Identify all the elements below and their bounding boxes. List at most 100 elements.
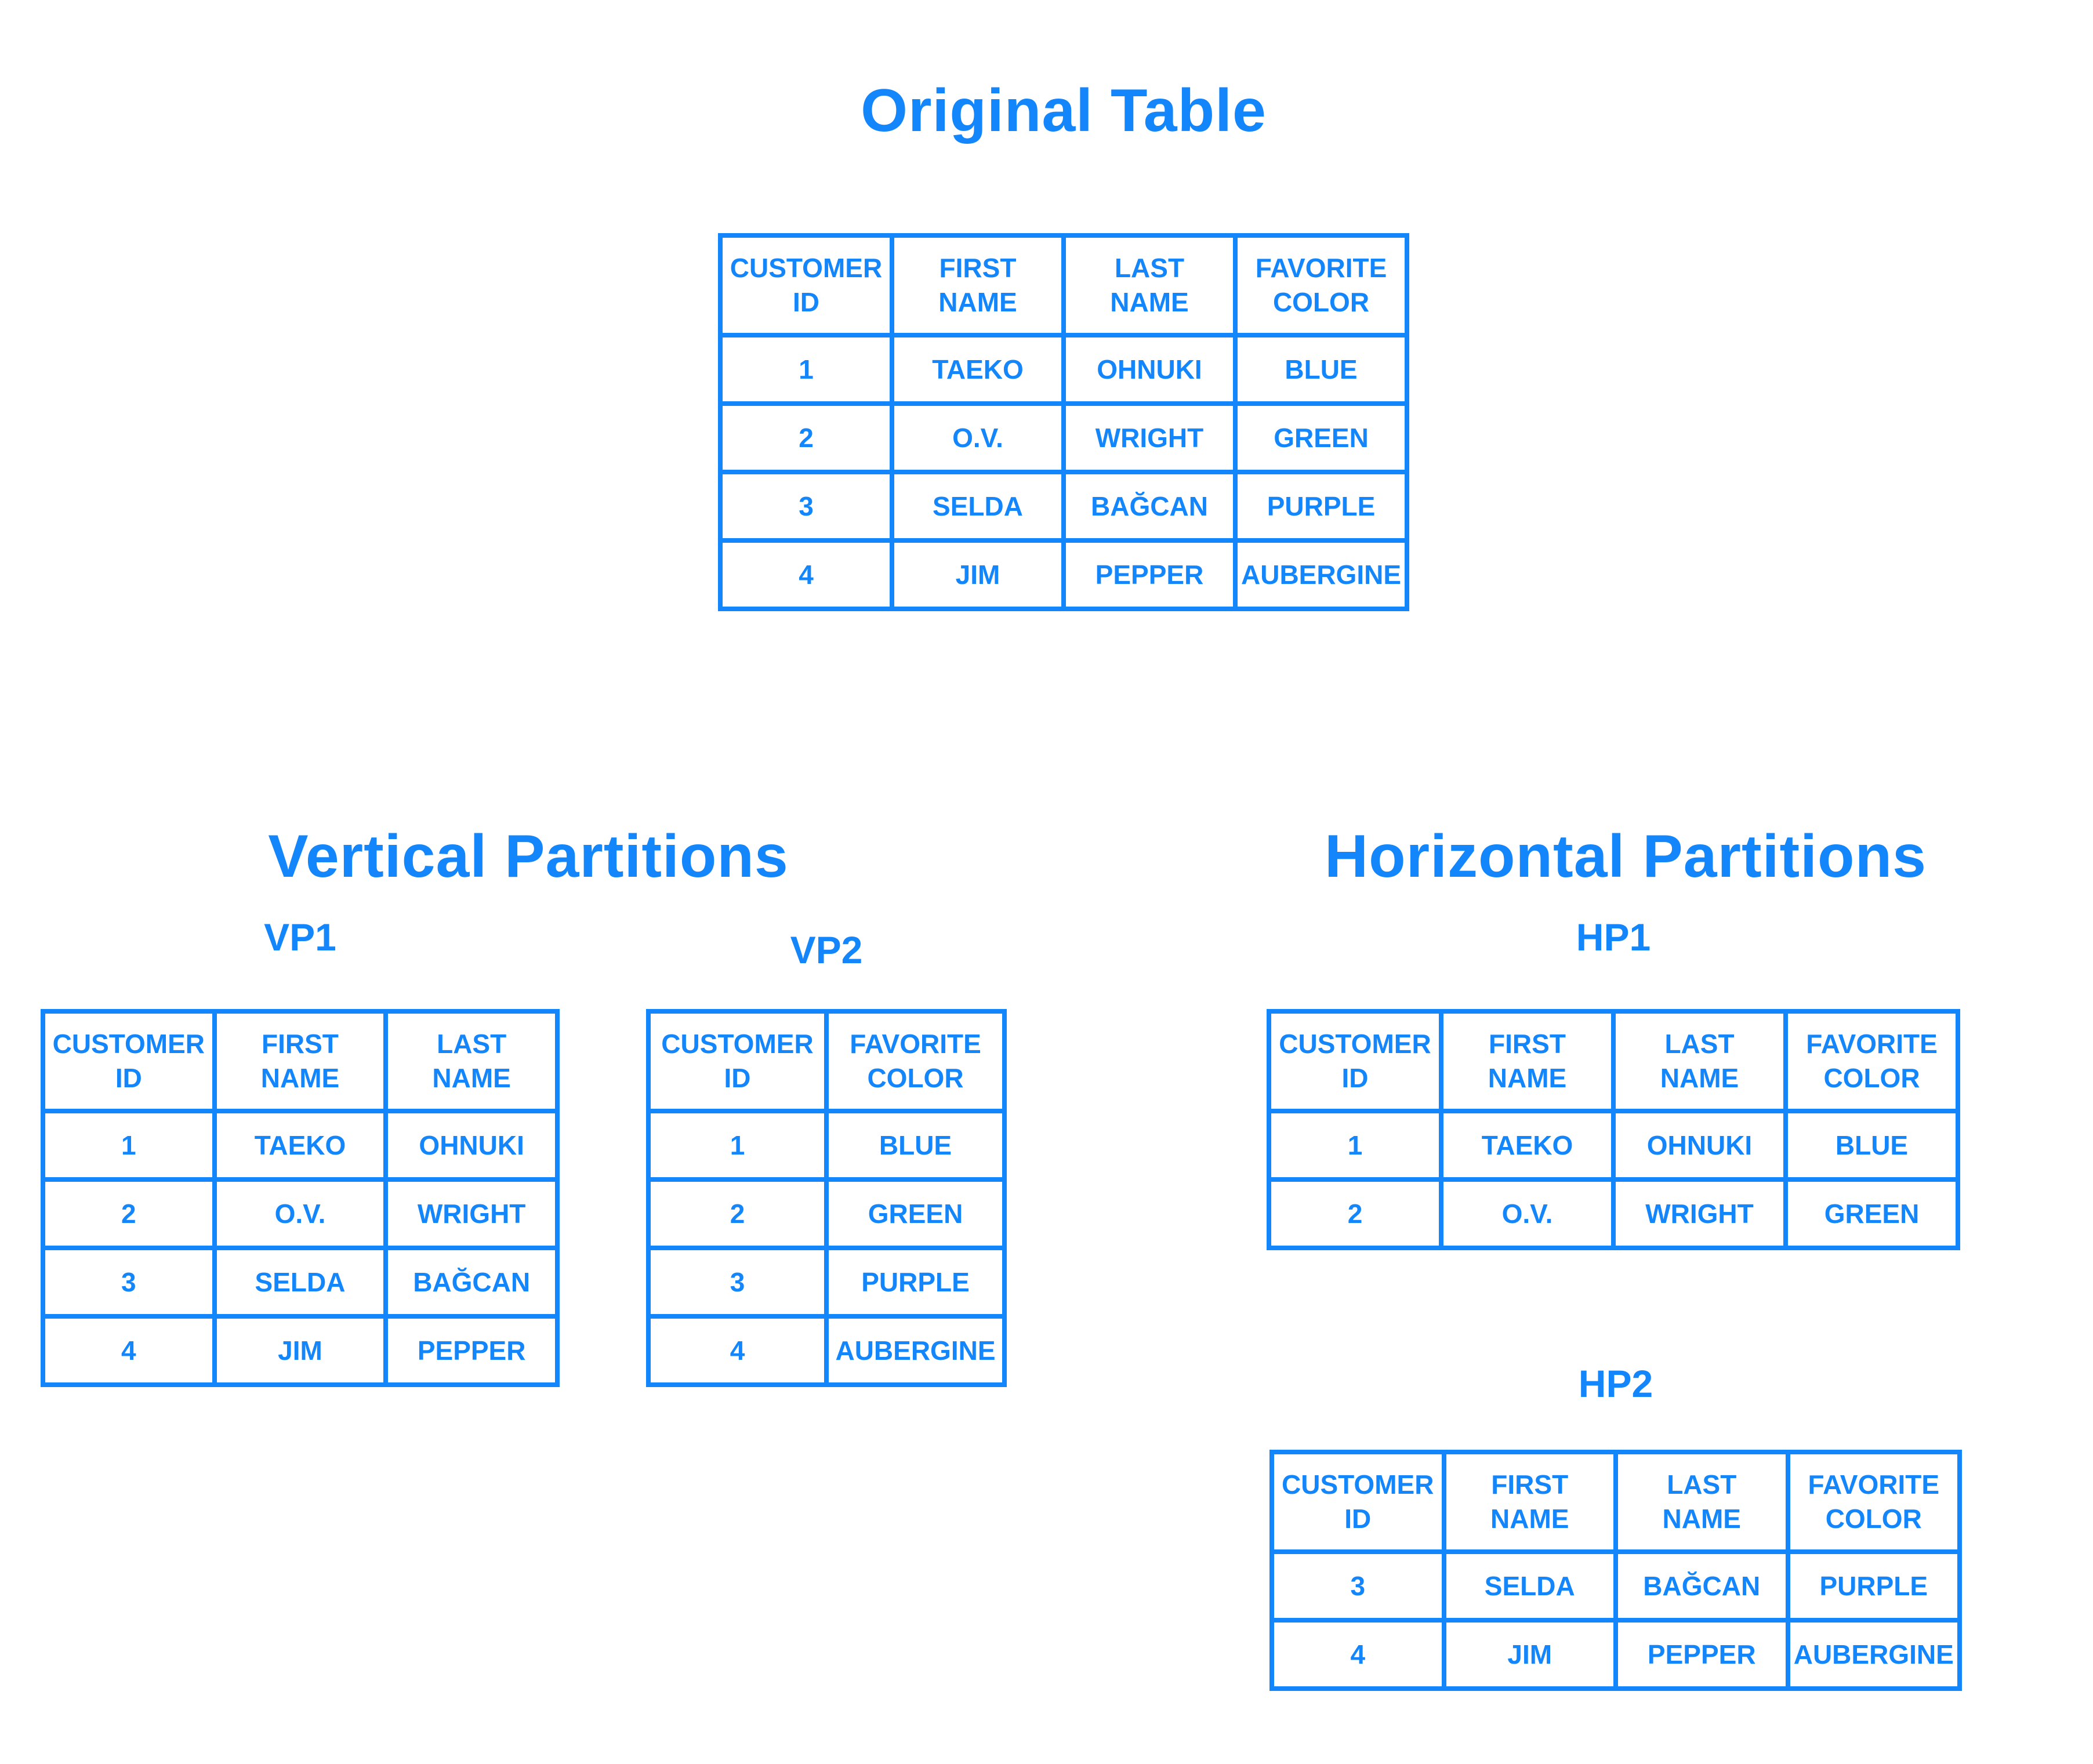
header-cell: FIRST NAME — [1439, 1009, 1616, 1113]
data-cell: 3 — [646, 1246, 829, 1319]
data-cell: PEPPER — [383, 1314, 560, 1387]
header-cell: LAST NAME — [1061, 233, 1238, 337]
data-cell: JIM — [1441, 1618, 1618, 1691]
header-cell: FIRST NAME — [890, 233, 1066, 337]
data-cell: 4 — [718, 538, 894, 611]
data-cell: JIM — [890, 538, 1066, 611]
header-cell: FAVORITE COLOR — [1785, 1450, 1962, 1554]
data-cell: AUBERGINE — [1233, 538, 1409, 611]
data-cell: O.V. — [212, 1177, 389, 1250]
header-cell: LAST NAME — [1613, 1450, 1790, 1554]
data-cell: GREEN — [1783, 1177, 1960, 1250]
data-cell: 2 — [41, 1177, 217, 1250]
data-cell: TAEKO — [890, 333, 1066, 406]
vp1-label: VP1 — [264, 916, 336, 959]
data-cell: PURPLE — [824, 1246, 1007, 1319]
data-cell: O.V. — [1439, 1177, 1616, 1250]
header-cell: FIRST NAME — [212, 1009, 389, 1113]
data-cell: BAĞCAN — [1613, 1549, 1790, 1623]
header-cell: LAST NAME — [383, 1009, 560, 1113]
data-cell: BAĞCAN — [383, 1246, 560, 1319]
data-cell: SELDA — [890, 470, 1066, 543]
header-cell: FIRST NAME — [1441, 1450, 1618, 1554]
data-cell: PURPLE — [1233, 470, 1409, 543]
header-cell: CUSTOMER ID — [41, 1009, 217, 1113]
data-cell: GREEN — [1233, 401, 1409, 474]
header-cell: FAVORITE COLOR — [824, 1009, 1007, 1113]
data-cell: SELDA — [212, 1246, 389, 1319]
data-cell: SELDA — [1441, 1549, 1618, 1623]
data-cell: 3 — [718, 470, 894, 543]
data-cell: 2 — [718, 401, 894, 474]
data-cell: WRIGHT — [383, 1177, 560, 1250]
data-cell: OHNUKI — [1611, 1109, 1788, 1182]
data-cell: O.V. — [890, 401, 1066, 474]
vp2-label: VP2 — [790, 928, 863, 971]
data-cell: AUBERGINE — [1785, 1618, 1962, 1691]
data-cell: 1 — [1267, 1109, 1443, 1182]
data-cell: 1 — [41, 1109, 217, 1182]
header-cell: LAST NAME — [1611, 1009, 1788, 1113]
header-cell: CUSTOMER ID — [1269, 1450, 1446, 1554]
data-cell: TAEKO — [212, 1109, 389, 1182]
data-cell: PEPPER — [1613, 1618, 1790, 1691]
data-cell: OHNUKI — [1061, 333, 1238, 406]
data-cell: JIM — [212, 1314, 389, 1387]
original-table-title: Original Table — [861, 77, 1267, 144]
header-cell: FAVORITE COLOR — [1233, 233, 1409, 337]
data-cell: AUBERGINE — [824, 1314, 1007, 1387]
header-cell: CUSTOMER ID — [1267, 1009, 1443, 1113]
data-cell: BLUE — [824, 1109, 1007, 1182]
data-cell: BAĞCAN — [1061, 470, 1238, 543]
data-cell: 3 — [41, 1246, 217, 1319]
data-cell: 3 — [1269, 1549, 1446, 1623]
data-cell: 1 — [646, 1109, 829, 1182]
data-cell: BLUE — [1783, 1109, 1960, 1182]
data-cell: BLUE — [1233, 333, 1409, 406]
data-cell: GREEN — [824, 1177, 1007, 1250]
data-cell: PEPPER — [1061, 538, 1238, 611]
data-cell: OHNUKI — [383, 1109, 560, 1182]
data-cell: 4 — [646, 1314, 829, 1387]
hp2-label: HP2 — [1578, 1362, 1653, 1405]
data-cell: TAEKO — [1439, 1109, 1616, 1182]
horizontal-partitions-title: Horizontal Partitions — [1325, 823, 1927, 890]
header-cell: FAVORITE COLOR — [1783, 1009, 1960, 1113]
header-cell: CUSTOMER ID — [646, 1009, 829, 1113]
data-cell: 4 — [1269, 1618, 1446, 1691]
data-cell: WRIGHT — [1611, 1177, 1788, 1250]
vertical-partitions-title: Vertical Partitions — [268, 823, 789, 890]
data-cell: WRIGHT — [1061, 401, 1238, 474]
data-cell: 2 — [646, 1177, 829, 1250]
data-cell: 1 — [718, 333, 894, 406]
header-cell: CUSTOMER ID — [718, 233, 894, 337]
